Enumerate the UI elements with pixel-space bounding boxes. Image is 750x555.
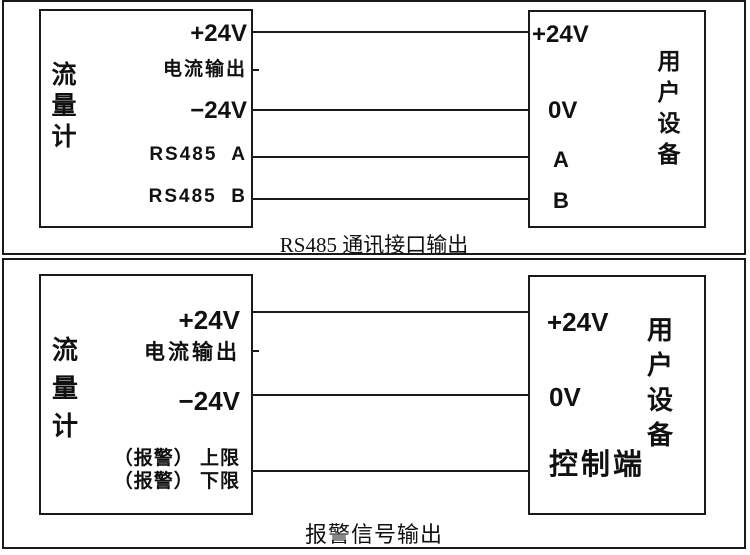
terminal-current-output: 电流输出: [144, 341, 240, 364]
device-terminal-0v: 0V: [549, 382, 581, 412]
flow-meter-box: [39, 274, 253, 515]
terminal-rs485-a: RS485 A: [149, 144, 247, 165]
wire-rs485-a: [253, 156, 528, 158]
rs485-panel-caption: RS485 通讯接口输出: [279, 233, 469, 257]
wire-plus24v: [253, 31, 528, 33]
device-terminal-0v: 0V: [548, 97, 578, 124]
terminal-rs485-b: RS485 B: [148, 186, 247, 207]
device-terminal-plus24v: +24V: [547, 307, 609, 337]
alarm-panel-caption: 报警信号输出: [304, 522, 443, 547]
terminal-alarm-low-limit: （报警） 下限: [113, 471, 240, 492]
terminal-plus24v: +24V: [190, 20, 247, 47]
terminal-alarm-high-limit: （报警） 上限: [113, 448, 240, 469]
user-device-label: 用户设备: [646, 315, 673, 450]
user-device-label: 用户设备: [657, 48, 681, 167]
terminal-minus24v: −24V: [190, 97, 247, 124]
device-terminal-b: B: [553, 188, 569, 213]
user-device-box: [528, 10, 706, 228]
flow-meter-label: 流量计: [51, 61, 77, 151]
flow-meter-box: [39, 9, 253, 228]
wire-stub-current-output: [253, 350, 259, 352]
device-terminal-control: 控制端: [549, 449, 646, 481]
wire-alarm-control: [253, 470, 528, 472]
user-device-box: [528, 275, 706, 515]
rs485-output-panel: 流量计 +24V 电流输出 −24V RS485 A RS485 B +24V …: [2, 0, 746, 257]
device-terminal-plus24v: +24V: [532, 21, 589, 48]
terminal-plus24v: +24V: [178, 305, 240, 335]
flow-meter-label: 流量计: [51, 335, 78, 441]
wire-rs485-b: [253, 198, 528, 200]
terminal-current-output: 电流输出: [162, 59, 247, 80]
wire-0v: [253, 394, 528, 396]
wire-0v: [253, 109, 528, 111]
alarm-output-panel: 流量计 +24V 电流输出 −24V （报警） 上限 （报警） 下限 +24V …: [2, 258, 746, 549]
terminal-minus24v: −24V: [178, 386, 240, 416]
device-terminal-a: A: [553, 147, 569, 172]
wire-stub-current-output: [253, 69, 259, 71]
wire-plus24v: [253, 311, 528, 313]
